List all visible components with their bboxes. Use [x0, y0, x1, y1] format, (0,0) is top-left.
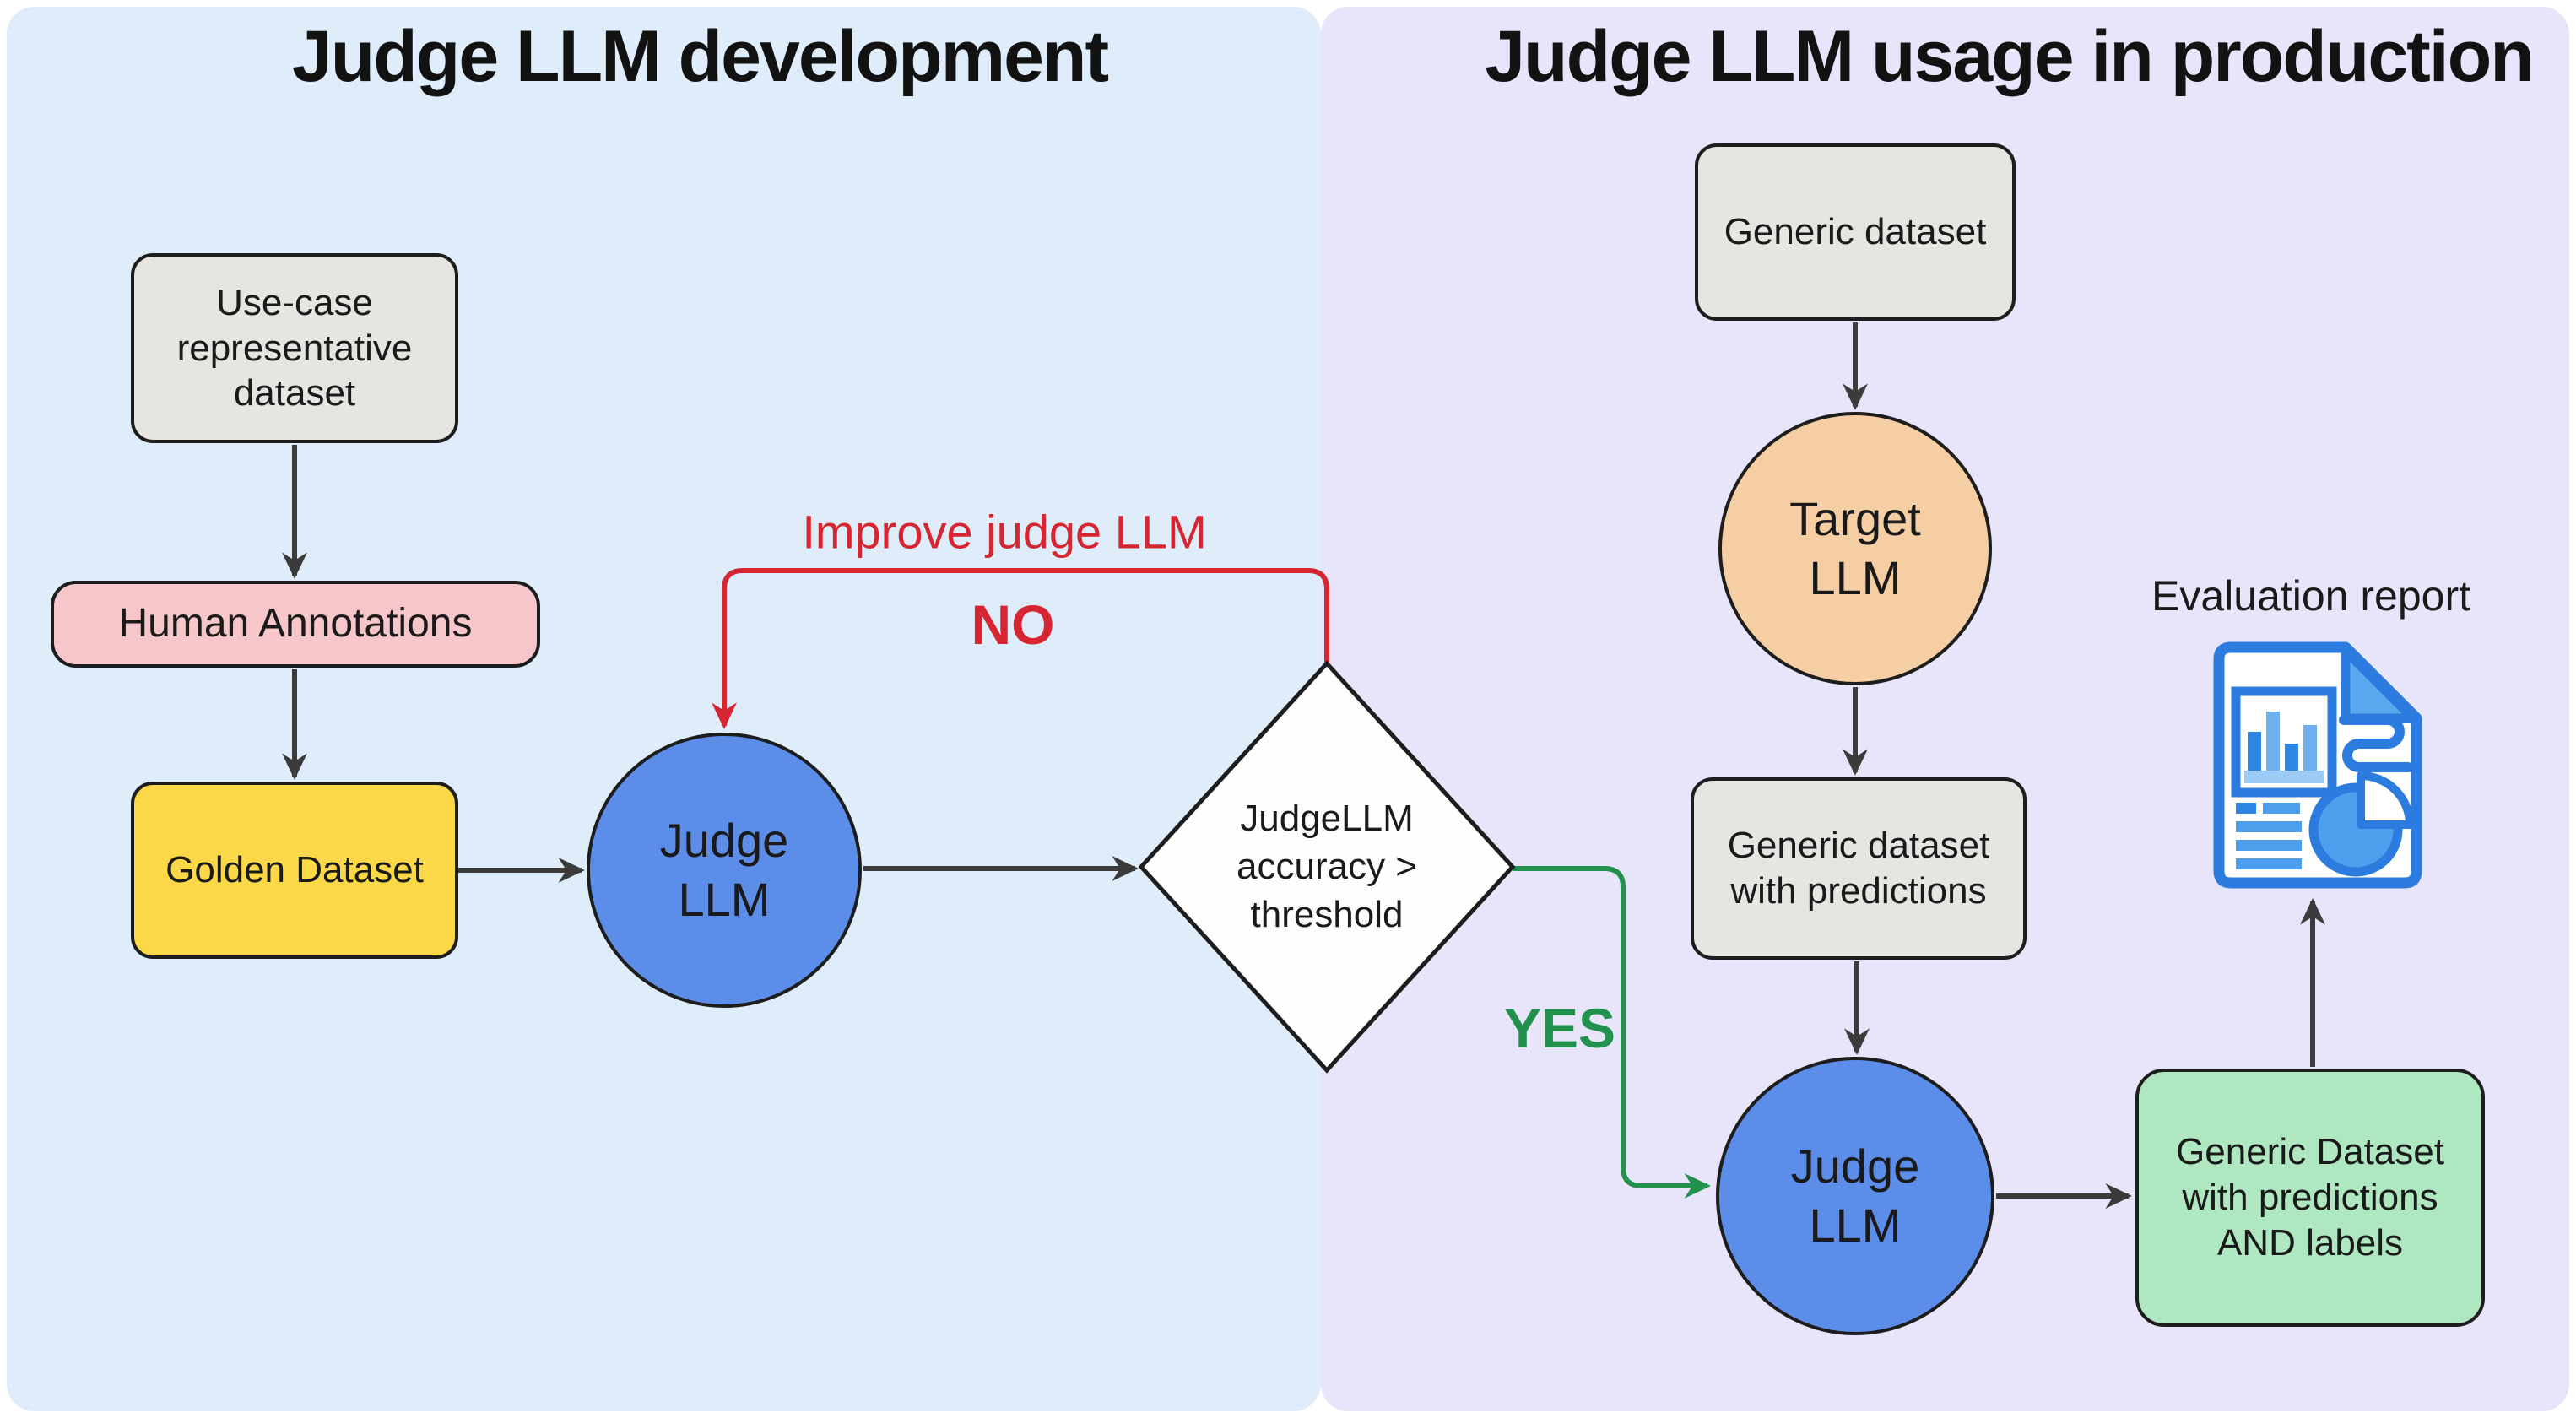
production-title: Judge LLM usage in production — [1485, 16, 2535, 97]
node-generic-dataset-predictions-labels: Generic Dataset with predictions AND lab… — [2135, 1069, 2485, 1327]
evaluation-report-label: Evaluation report — [2151, 572, 2471, 620]
panel-development — [7, 7, 1321, 1411]
node-human-annotations: Human Annotations — [51, 581, 540, 668]
edge-label-no: NO — [971, 593, 1055, 656]
development-title: Judge LLM development — [291, 16, 1109, 97]
node-judge-llm-prod: Judge LLM — [1716, 1057, 1994, 1335]
edge-label-improve: Improve judge LLM — [802, 505, 1207, 559]
node-golden-dataset: Golden Dataset — [131, 782, 458, 959]
node-judge-llm-dev: Judge LLM — [587, 733, 862, 1008]
edge-label-yes: YES — [1503, 997, 1616, 1059]
node-generic-dataset-predictions: Generic dataset with predictions — [1691, 777, 2027, 960]
decision-label: JudgeLLM accuracy > threshold — [1237, 798, 1417, 936]
node-generic-dataset: Generic dataset — [1695, 143, 2016, 321]
node-target-llm: Target LLM — [1718, 412, 1992, 685]
node-use-case-dataset: Use-case representative dataset — [131, 253, 458, 443]
